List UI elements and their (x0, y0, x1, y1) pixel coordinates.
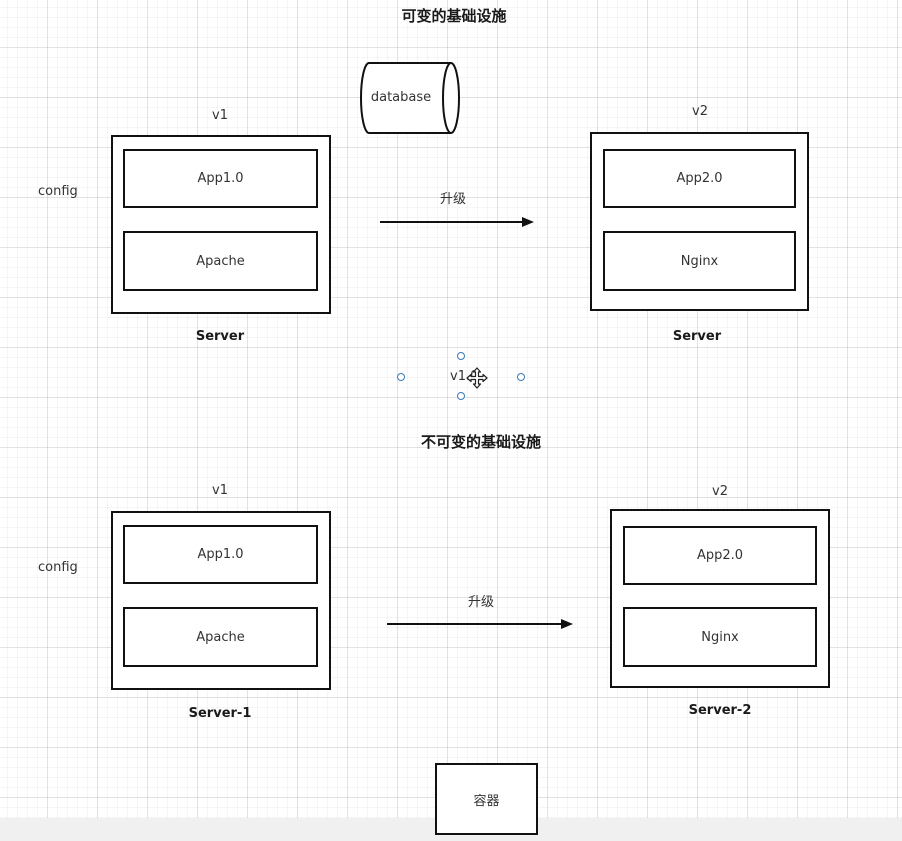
immutable-left-server-caption[interactable]: Server-1 (188, 706, 252, 721)
database-cylinder[interactable] (359, 61, 461, 135)
mutable-left-server-caption[interactable]: Server (195, 329, 245, 344)
database-label: database (370, 90, 432, 105)
immutable-right-server-caption[interactable]: Server-2 (688, 703, 752, 718)
mutable-right-web-box[interactable]: Nginx (603, 231, 796, 291)
mutable-left-version-label[interactable]: v1 (212, 108, 228, 123)
mutable-right-web-label: Nginx (680, 253, 719, 269)
mutable-left-web-label: Apache (196, 253, 245, 269)
immutable-right-app-box[interactable]: App2.0 (623, 526, 817, 585)
immutable-right-app-label: App2.0 (696, 548, 744, 563)
container-label: 容器 (473, 793, 500, 809)
immutable-left-version-label[interactable]: v1 (212, 483, 228, 498)
mutable-left-app-label: App1.0 (197, 171, 244, 186)
move-cursor-icon (466, 367, 488, 389)
mutable-upgrade-label[interactable]: 升级 (439, 192, 466, 207)
selection-handle-top[interactable] (457, 352, 465, 360)
mutable-left-app-box[interactable]: App1.0 (123, 149, 318, 208)
immutable-right-web-box[interactable]: Nginx (623, 607, 817, 667)
immutable-right-version-label[interactable]: v2 (712, 484, 728, 499)
selection-handle-left[interactable] (397, 373, 405, 381)
mutable-upgrade-arrow[interactable] (378, 214, 538, 230)
mutable-config-label[interactable]: config (38, 184, 78, 199)
selection-handle-right[interactable] (517, 373, 525, 381)
immutable-left-web-label: Apache (196, 629, 245, 645)
immutable-config-label[interactable]: config (38, 560, 78, 575)
immutable-infrastructure-title[interactable]: 不可变的基础设施 (420, 433, 541, 451)
mutable-right-server-caption[interactable]: Server (672, 329, 722, 344)
selection-handle-bottom[interactable] (457, 392, 465, 400)
mutable-right-version-label[interactable]: v2 (692, 104, 708, 119)
immutable-upgrade-arrow[interactable] (385, 616, 577, 632)
immutable-left-app-label: App1.0 (197, 547, 244, 562)
immutable-right-web-label: Nginx (701, 629, 739, 645)
mutable-infrastructure-title[interactable]: 可变的基础设施 (401, 7, 507, 25)
immutable-left-app-box[interactable]: App1.0 (123, 525, 318, 584)
mutable-right-app-label: App2.0 (676, 171, 723, 186)
immutable-upgrade-label[interactable]: 升级 (467, 595, 494, 610)
immutable-left-web-box[interactable]: Apache (123, 607, 318, 667)
mutable-right-app-box[interactable]: App2.0 (603, 149, 796, 208)
mutable-left-web-box[interactable]: Apache (123, 231, 318, 291)
container-box[interactable]: 容器 (435, 763, 538, 835)
